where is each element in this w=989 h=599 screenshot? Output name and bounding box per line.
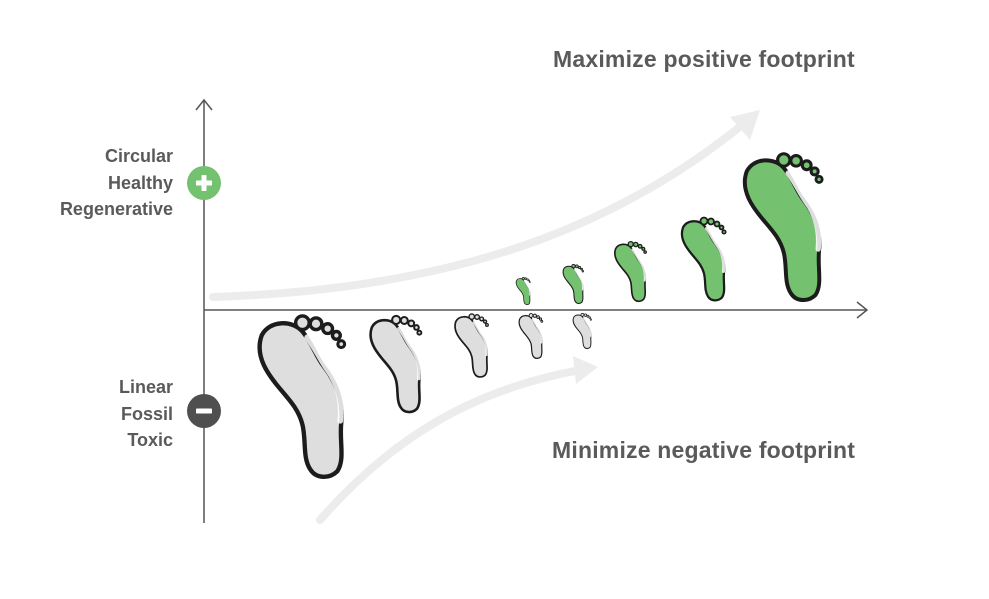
x-axis [204,301,869,319]
footprint-negative-1 [572,313,593,349]
minimize-arrow [316,356,598,524]
label-linear: Linear [118,377,173,397]
label-healthy: Healthy [107,172,173,193]
negative-footprints [260,313,593,477]
minus-icon [196,408,212,414]
footprint-positive-5 [745,154,822,300]
minimize-title: Minimize negative footprint [552,437,856,463]
negative-labels: Linear Fossil Toxic [119,374,173,454]
footprint-negative-2 [518,313,544,359]
plus-badge [187,166,221,200]
footprint-negative-3 [453,313,490,378]
footprint-positive-4 [680,215,728,302]
positive-labels: Circular Healthy Regenerative [60,143,173,223]
maximize-title: Maximize positive footprint [553,46,855,72]
footprint-negative-4 [368,314,424,414]
footprint-positive-1 [515,277,532,305]
maximize-arrow [209,110,760,301]
footprint-negative-5 [260,316,345,477]
minus-badge [187,394,221,428]
label-regenerative: Regenerative [59,199,173,219]
label-toxic: Toxic [127,430,173,450]
footprint-positive-2 [562,264,585,304]
plus-icon [196,175,212,191]
y-axis [195,98,213,523]
footprint-positive-3 [613,240,648,303]
label-fossil: Fossil [120,403,173,424]
label-circular: Circular [104,146,173,166]
